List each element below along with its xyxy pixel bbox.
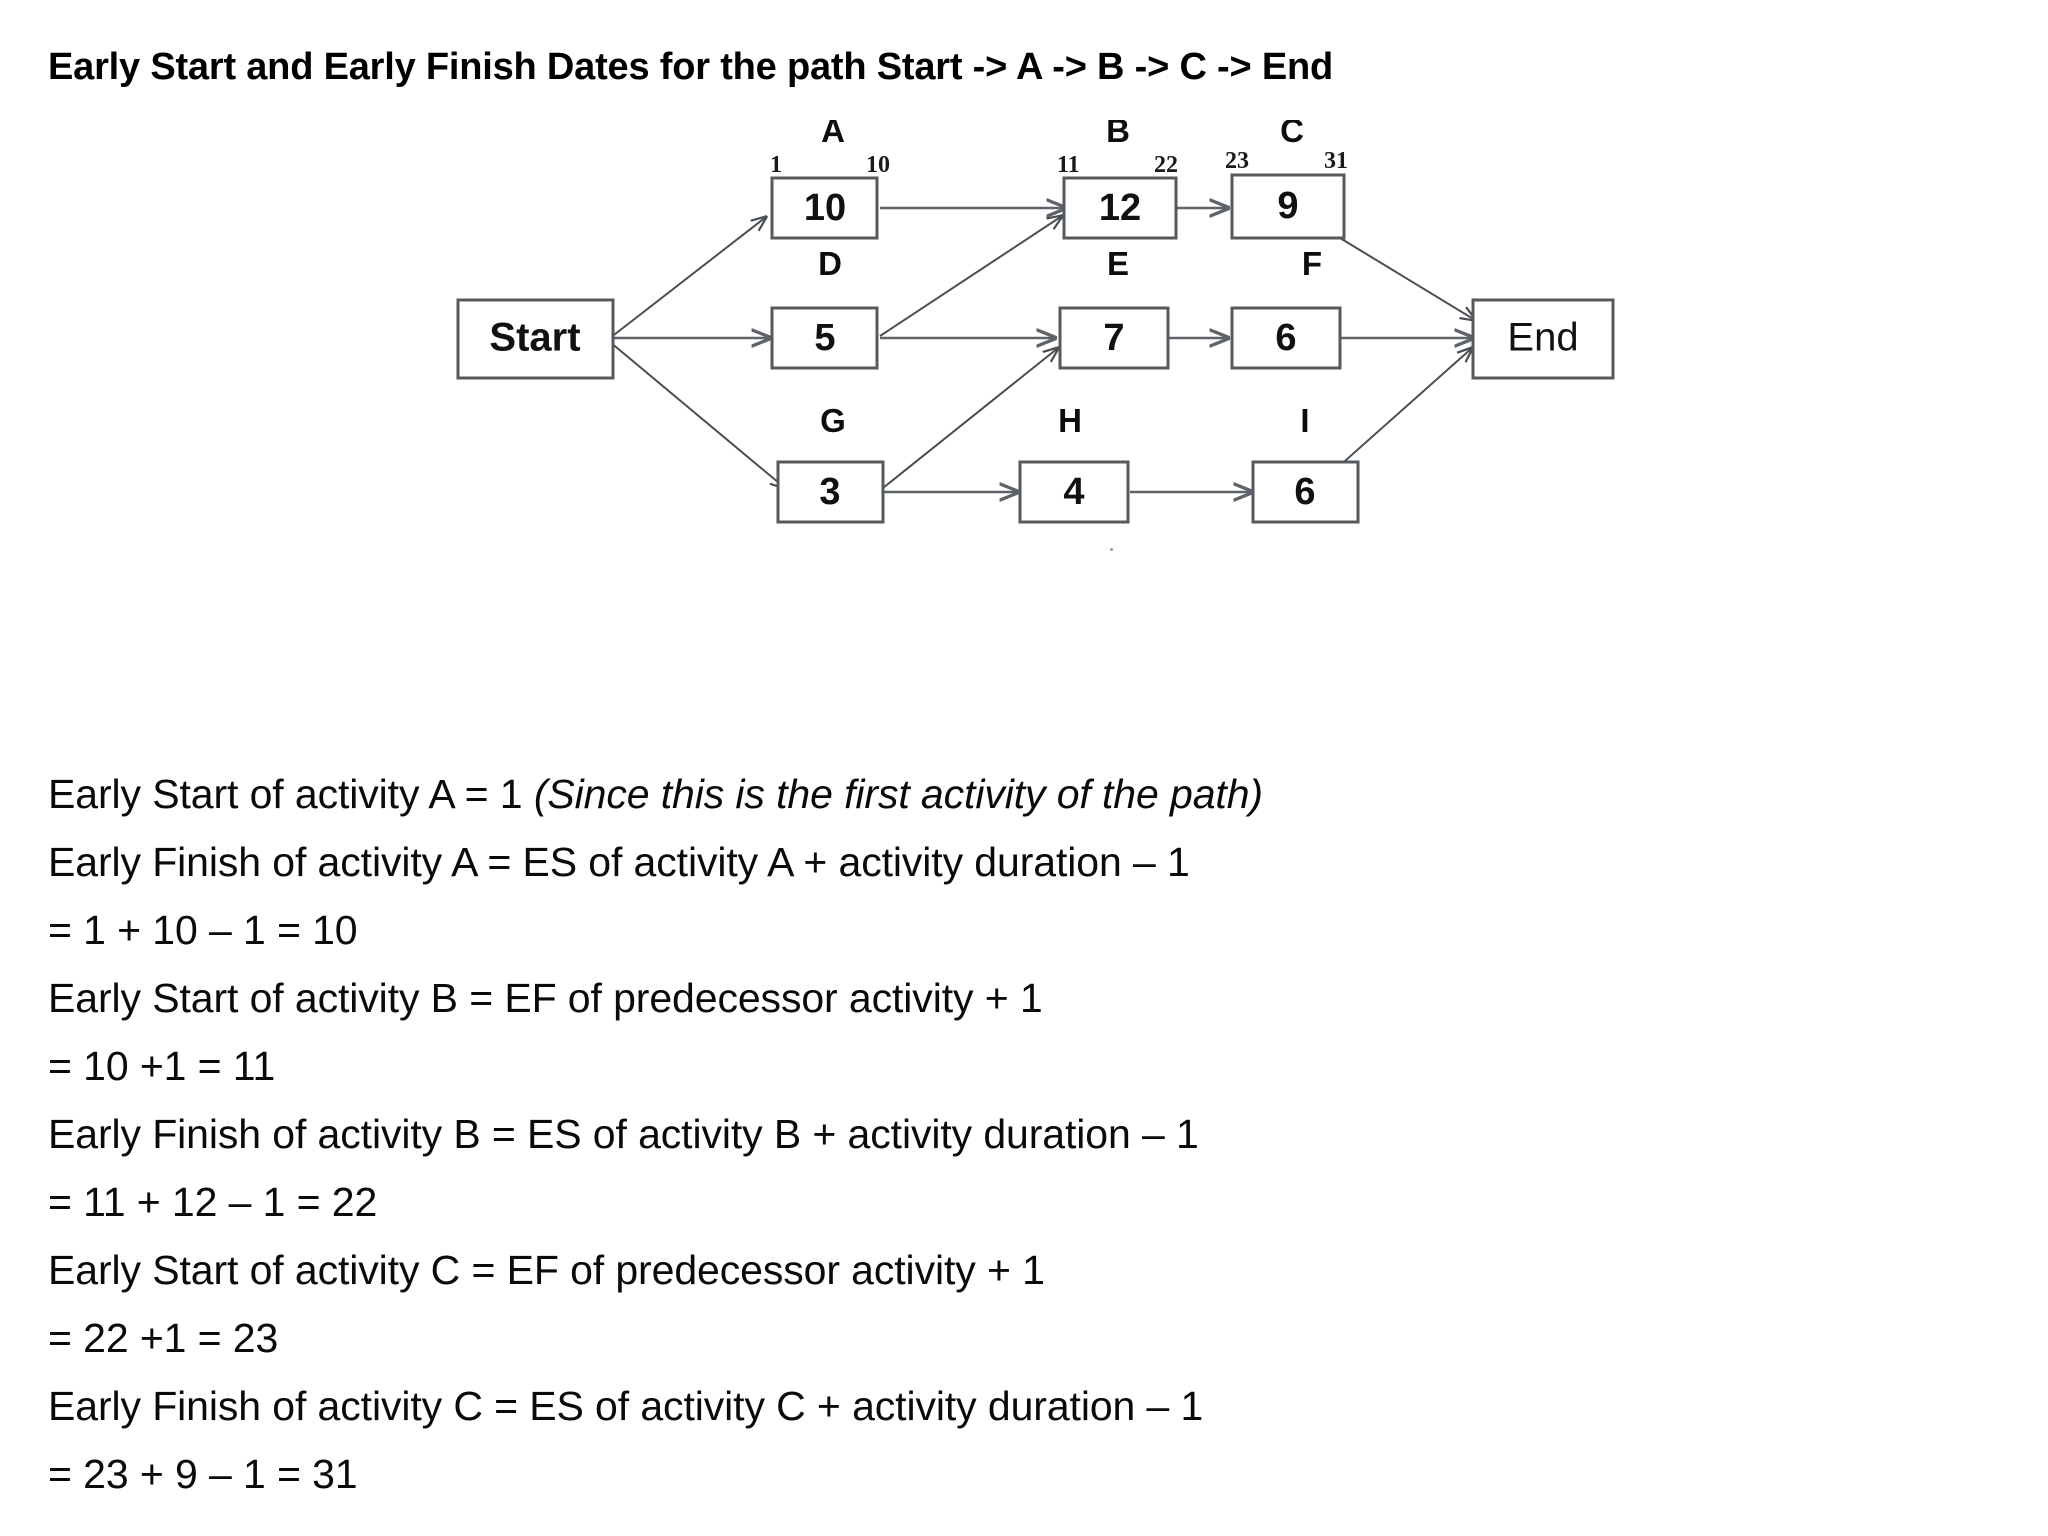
node-h-duration: 4 (1063, 471, 1084, 513)
network-diagram: Start End A 1 10 10 B 11 22 12 C 23 31 9 (0, 120, 2048, 700)
node-d-name: D (818, 245, 842, 282)
node-c[interactable]: C 23 31 9 (1225, 120, 1348, 240)
node-e[interactable]: E 7 (1058, 245, 1170, 370)
node-h[interactable]: H 4 (1018, 402, 1130, 524)
explanation-line: Early Finish of activity C = ES of activ… (48, 1383, 1204, 1429)
node-f[interactable]: F 6 (1230, 245, 1342, 370)
node-g-duration: 3 (819, 471, 840, 513)
node-end-box (1471, 298, 1615, 380)
node-c-early-start: 23 (1225, 148, 1249, 174)
explanation-line: Early Start of activity A = 1 (Since thi… (48, 760, 1948, 828)
node-g[interactable]: G 3 (776, 402, 885, 524)
node-f-box (1230, 306, 1342, 370)
edge-c-to-end (1339, 237, 1475, 320)
node-start-box (456, 298, 615, 380)
node-e-box (1058, 306, 1170, 370)
node-d-duration: 5 (814, 317, 835, 359)
explanation-line: = 11 + 12 – 1 = 22 (48, 1179, 378, 1225)
node-a-name: A (821, 120, 845, 149)
explanation-line-main: Early Start of activity A = 1 (48, 771, 534, 817)
node-b-early-start: 11 (1057, 152, 1080, 178)
edge-g-to-e (882, 348, 1058, 489)
explanation-line: Early Start of activity C = EF of predec… (48, 1247, 1045, 1293)
node-d[interactable]: D 5 (770, 245, 879, 370)
scan-speck (1110, 548, 1113, 551)
page-title: Early Start and Early Finish Dates for t… (48, 46, 1334, 88)
explanation-line: Early Start of activity B = EF of predec… (48, 975, 1043, 1021)
node-start[interactable]: Start (456, 298, 615, 380)
node-b-name: B (1106, 120, 1130, 149)
node-c-name: C (1280, 120, 1304, 149)
node-g-name: G (820, 402, 846, 439)
explanation-text: Early Start of activity A = 1 (Since thi… (48, 760, 1948, 1508)
explanation-line: = 1 + 10 – 1 = 10 (48, 907, 358, 953)
edge-start-to-g (609, 341, 785, 488)
node-g-box (776, 460, 885, 524)
network-diagram-canvas: Start End A 1 10 10 B 11 22 12 C 23 31 9 (456, 120, 1615, 524)
explanation-line: = 10 +1 = 11 (48, 1043, 276, 1089)
node-a[interactable]: A 1 10 10 (770, 120, 890, 240)
node-f-duration: 6 (1275, 317, 1296, 359)
node-a-duration: 10 (804, 187, 846, 229)
node-e-duration: 7 (1103, 317, 1124, 359)
node-b-duration: 12 (1099, 187, 1141, 229)
edge-d-to-b (879, 216, 1062, 337)
node-f-name: F (1302, 245, 1322, 282)
node-i-name: I (1300, 402, 1309, 439)
node-c-early-finish: 31 (1324, 148, 1348, 174)
edge-start-to-a (609, 217, 766, 339)
node-h-name: H (1058, 402, 1082, 439)
node-h-box (1018, 460, 1130, 524)
node-d-box (770, 306, 879, 370)
node-e-name: E (1107, 245, 1129, 282)
node-b-box (1062, 176, 1178, 240)
node-i-box (1251, 460, 1360, 524)
node-c-box (1230, 173, 1346, 240)
node-end[interactable]: End (1471, 298, 1615, 380)
node-i[interactable]: I 6 (1251, 402, 1360, 524)
node-b[interactable]: B 11 22 12 (1057, 120, 1178, 240)
explanation-line: Early Finish of activity B = ES of activ… (48, 1111, 1199, 1157)
node-start-label: Start (489, 316, 580, 360)
node-a-early-finish: 10 (866, 152, 890, 178)
node-a-box (770, 176, 879, 240)
node-c-duration: 9 (1277, 185, 1298, 227)
node-end-label: End (1507, 316, 1578, 360)
explanation-line: = 23 + 9 – 1 = 31 (48, 1451, 358, 1497)
node-a-early-start: 1 (770, 152, 782, 178)
explanation-line-italic: (Since this is the first activity of the… (533, 771, 1263, 817)
node-b-early-finish: 22 (1154, 152, 1178, 178)
node-i-duration: 6 (1294, 471, 1315, 513)
explanation-line: Early Finish of activity A = ES of activ… (48, 839, 1190, 885)
explanation-line: = 22 +1 = 23 (48, 1315, 279, 1361)
